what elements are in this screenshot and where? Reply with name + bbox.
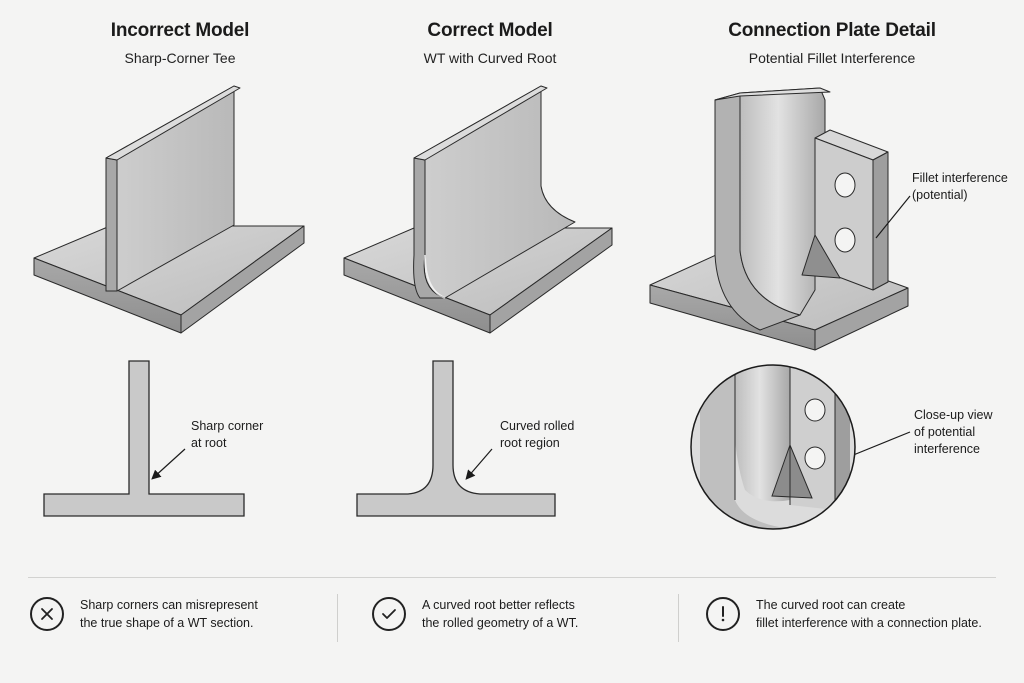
incorrect-model-subtitle: Sharp-Corner Tee	[124, 50, 236, 66]
note-correct-line-1: A curved root better reflects	[422, 598, 575, 612]
sharp-tee-3d	[33, 85, 305, 334]
note-incorrect-line-1: Sharp corners can misrepresent	[80, 598, 258, 612]
incorrect-model-title: Incorrect Model	[110, 20, 250, 41]
bolt-hole-lower	[834, 227, 856, 253]
x-circle-icon	[30, 597, 64, 631]
footer-separator-2	[678, 594, 679, 642]
closeup-leader	[845, 431, 911, 459]
column-connection-plate: Connection Plate Detail Potential Fillet…	[682, 20, 982, 66]
correct-model-title: Correct Model	[427, 20, 553, 41]
wt-stem-top	[714, 87, 831, 101]
curved-wt-flange-side	[489, 227, 613, 334]
curved-wt-section	[356, 360, 556, 517]
connection-plate-title: Connection Plate Detail	[728, 20, 936, 41]
fillet-interference-label: Fillet interference(potential)	[912, 171, 1008, 202]
closeup-circle	[690, 364, 856, 530]
footer-separator-1	[337, 594, 338, 642]
connection-plate-3d	[649, 87, 909, 351]
footer-divider	[28, 577, 996, 578]
note-incorrect-line-2: the true shape of a WT section.	[80, 616, 254, 630]
wt-curved-stem-face	[739, 87, 826, 316]
fillet-interference-leader	[875, 195, 911, 239]
sharp-tee-web-top	[105, 85, 241, 161]
sharp-corner-arrow	[151, 448, 186, 480]
note-correct-line-2: the rolled geometry of a WT.	[422, 616, 579, 630]
curved-wt-3d	[343, 85, 613, 334]
check-circle-icon	[372, 597, 406, 631]
closeup-detail	[690, 364, 856, 530]
note-interference-line-2: fillet interference with a connection pl…	[756, 616, 982, 630]
correct-model-subtitle: WT with Curved Root	[423, 50, 557, 66]
sharp-tee-section	[43, 360, 245, 517]
curved-wt-root-highlight	[424, 254, 446, 299]
curved-root-arrow	[465, 448, 493, 480]
connection-plate-subtitle: Potential Fillet Interference	[748, 50, 916, 66]
connection-plate-edge	[872, 151, 889, 291]
curved-wt-web-top	[413, 85, 548, 161]
sharp-tee-flange-side	[180, 225, 305, 334]
note-correct: A curved root better reflects the rolled …	[372, 596, 578, 632]
note-interference-line-1: The curved root can create	[756, 598, 906, 612]
bolt-hole-upper	[834, 172, 856, 198]
fillet-interference-wedge	[801, 234, 841, 279]
sharp-tee-web-edge	[105, 157, 118, 292]
column-correct-model: Correct Model WT with Curved Root	[340, 20, 640, 66]
exclamation-circle-icon	[706, 597, 740, 631]
plate-base-side	[814, 287, 909, 351]
note-incorrect: Sharp corners can misrepresent the true s…	[30, 596, 258, 632]
note-interference: The curved root can create fillet interfe…	[706, 596, 982, 632]
column-incorrect-model: Incorrect Model Sharp-Corner Tee	[30, 20, 330, 66]
